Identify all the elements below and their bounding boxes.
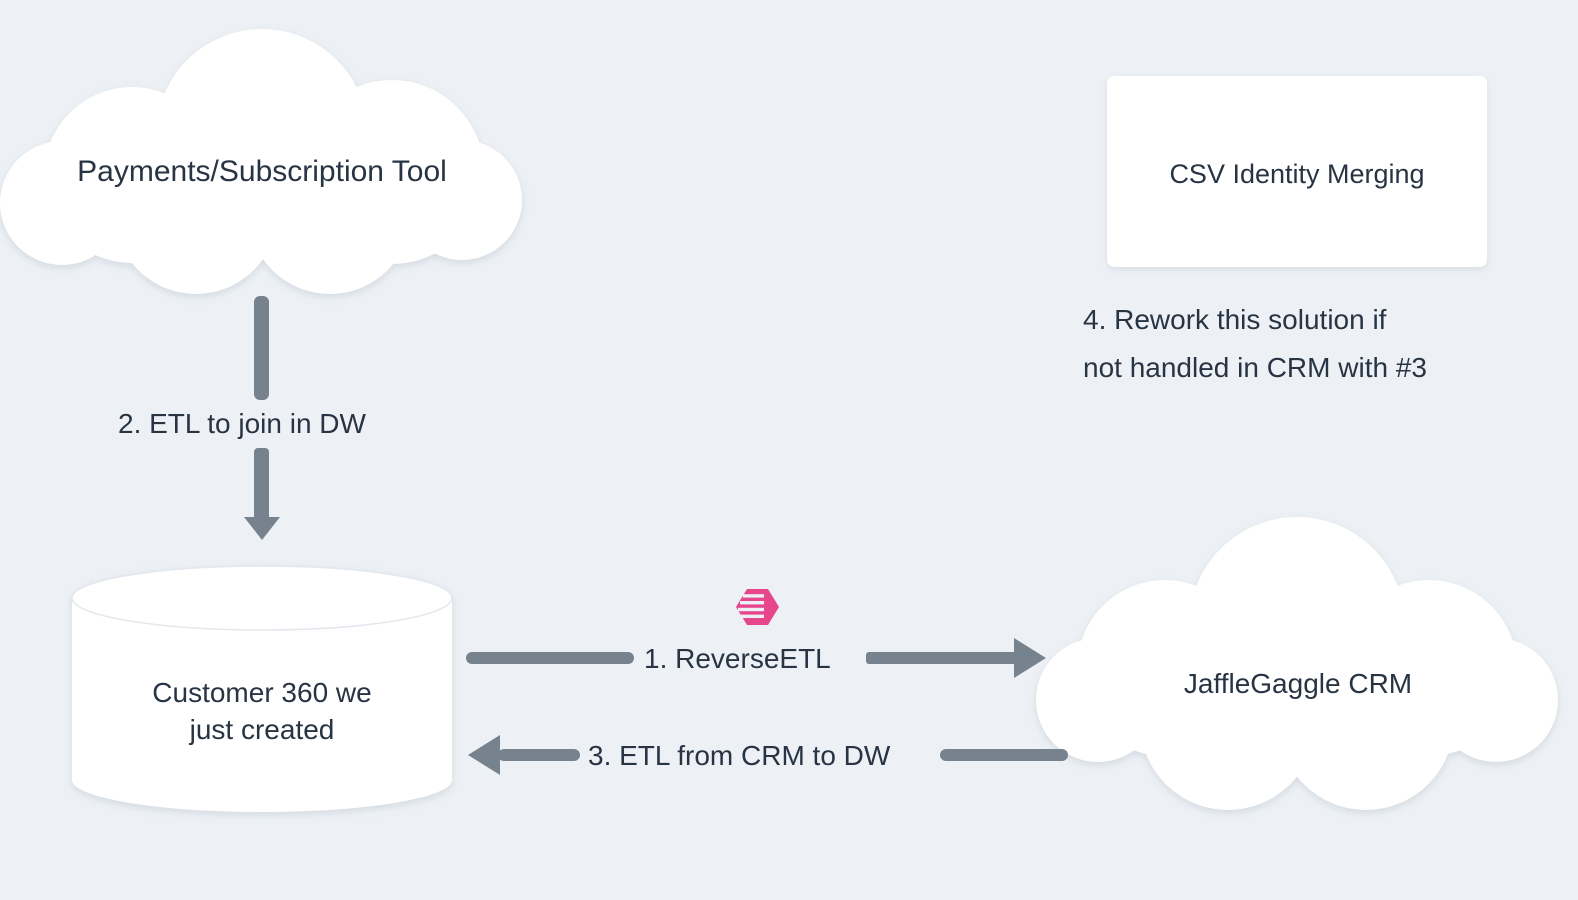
node-jafflegaggle-crm[interactable] xyxy=(1036,517,1558,810)
edge-etl-join-dw-arrow xyxy=(244,296,280,540)
edge-reverse-etl-arrow xyxy=(466,638,1046,678)
edge-label-reverse-etl: 1. ReverseETL xyxy=(636,640,839,679)
edge-etl-crm-to-dw-arrow xyxy=(468,735,1068,775)
hightouch-logo-icon xyxy=(736,589,779,625)
annotation-rework-note: 4. Rework this solution if not handled i… xyxy=(1083,304,1427,384)
node-customer-360[interactable] xyxy=(71,565,453,812)
node-csv-identity-merging[interactable] xyxy=(1107,76,1487,267)
edge-label-etl-join-dw: 2. ETL to join in DW xyxy=(112,404,372,445)
node-payments-subscription-tool[interactable] xyxy=(0,29,522,294)
edge-label-etl-crm-to-dw: 3. ETL from CRM to DW xyxy=(580,737,899,776)
